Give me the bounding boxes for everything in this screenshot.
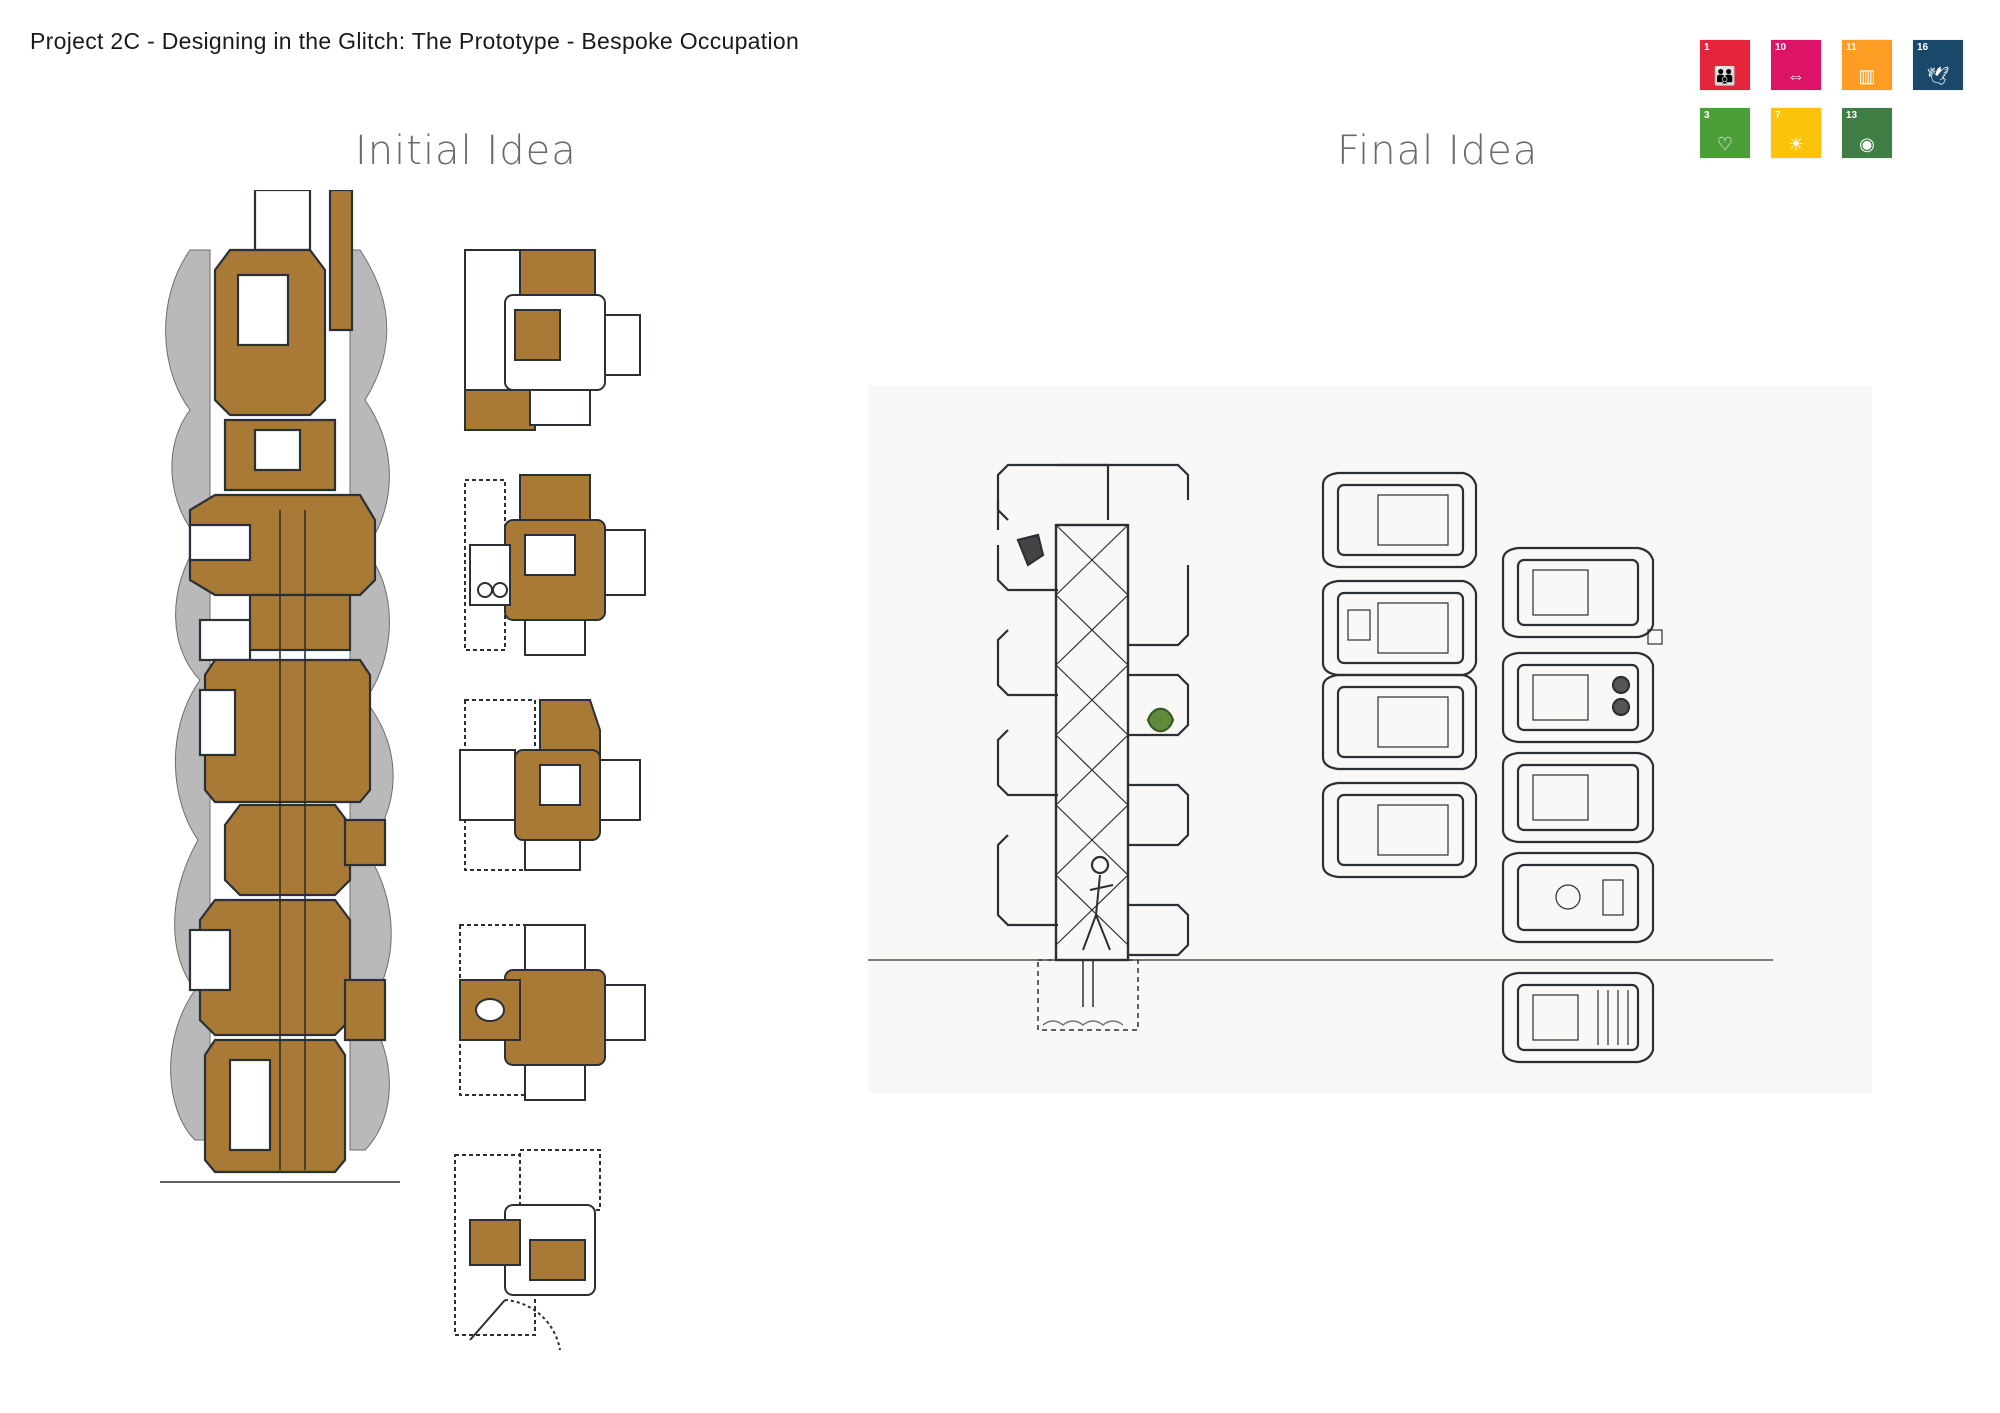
plan-1 bbox=[464, 249, 641, 431]
final-idea-panel bbox=[868, 385, 1872, 1093]
pod-plan-i bbox=[1501, 971, 1655, 1064]
city-icon: ▥ bbox=[1858, 66, 1876, 86]
sun-icon: ☀ bbox=[1787, 134, 1805, 154]
dove-icon: 🕊 bbox=[1926, 66, 1950, 86]
sdg-goal-13-tile: 13 ◉ bbox=[1842, 108, 1892, 158]
ladder-core bbox=[279, 510, 306, 1170]
plan-column-right bbox=[1501, 546, 1663, 1064]
family-icon: 👪 bbox=[1713, 66, 1737, 86]
equality-icon: ⇔ bbox=[1787, 66, 1805, 86]
pod-plan-c bbox=[1321, 673, 1478, 771]
sdg-goal-7-tile: 7 ☀ bbox=[1771, 108, 1821, 158]
plan-column-left bbox=[1321, 471, 1478, 879]
heartbeat-icon: ♡ bbox=[1716, 134, 1734, 154]
pod-plan-g bbox=[1501, 751, 1655, 844]
plan-4 bbox=[459, 924, 646, 1101]
page-title: Project 2C - Designing in the Glitch: Th… bbox=[30, 28, 800, 54]
sdg-goal-10-tile: 10 ⇔ bbox=[1771, 40, 1821, 90]
pod-plan-f bbox=[1501, 651, 1655, 744]
final-idea-heading: Final Idea bbox=[1337, 128, 1539, 174]
plan-5 bbox=[454, 1149, 601, 1351]
sdg-goal-1-tile: 1 👪 bbox=[1700, 40, 1750, 90]
sdg-goal-3-tile: 3 ♡ bbox=[1700, 108, 1750, 158]
final-idea-drawing bbox=[868, 463, 1773, 1064]
foundation bbox=[1037, 959, 1139, 1031]
initial-idea-heading: Initial Idea bbox=[355, 128, 577, 174]
sdg-goal-11-tile: 11 ▥ bbox=[1842, 40, 1892, 90]
pod-plan-h bbox=[1501, 851, 1655, 944]
tower-section bbox=[188, 190, 387, 1174]
plan-2 bbox=[464, 474, 646, 656]
pod-plan-a bbox=[1321, 471, 1478, 569]
pod-plan-d bbox=[1321, 781, 1478, 879]
eye-globe-icon: ◉ bbox=[1859, 134, 1875, 154]
pod-plan-e bbox=[1501, 546, 1663, 645]
pod-plan-b bbox=[1321, 579, 1478, 677]
sdg-icon-grid: 1 👪 10 ⇔ 11 ▥ 16 🕊 3 ♡ 7 ☀ 13 ◉ bbox=[1700, 40, 1980, 170]
initial-idea-drawing bbox=[160, 190, 646, 1351]
sdg-goal-16-tile: 16 🕊 bbox=[1913, 40, 1963, 90]
plan-3 bbox=[459, 699, 641, 871]
final-tower-section bbox=[996, 463, 1190, 962]
